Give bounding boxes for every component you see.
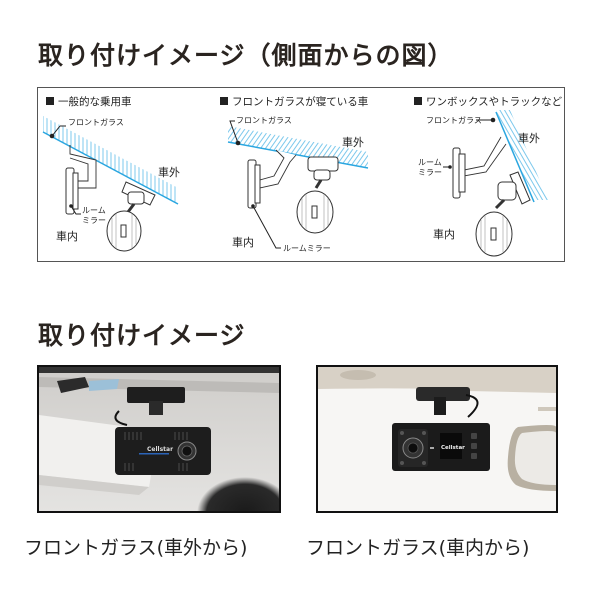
- dashcam-inside-photo: Cellstar: [318, 367, 556, 511]
- outside-label: 車外: [518, 132, 540, 145]
- panel-1-drawing: [42, 116, 179, 252]
- panel-1-title: 一般的な乗用車: [46, 94, 132, 109]
- inside-label: 車内: [232, 236, 254, 249]
- mirror-label-line1: ルーム: [418, 158, 442, 167]
- panel-3-title: ワンボックスやトラックなど: [414, 94, 562, 109]
- panel-3-drawing: [443, 110, 548, 257]
- square-bullet-icon: [46, 97, 54, 105]
- mirror-label-line2: ミラー: [418, 168, 442, 177]
- outside-label: 車外: [342, 136, 364, 149]
- photo-inside-view: Cellstar: [316, 365, 558, 513]
- inside-label: 車内: [433, 228, 455, 241]
- photo-outside-view: Cellstar: [37, 365, 281, 513]
- panel-2-title: フロントガラスが寝ている車: [220, 94, 368, 109]
- panel-2-drawing: [227, 120, 369, 249]
- mirror-label-line2: ミラー: [82, 216, 106, 225]
- outside-label: 車外: [158, 166, 180, 179]
- caption-outside-view: フロントガラス(車外から): [24, 537, 248, 559]
- mirror-label: ルームミラー: [283, 244, 331, 253]
- mirror-label-line1: ルーム: [82, 206, 106, 215]
- windshield-label: フロントガラス: [236, 116, 292, 125]
- side-view-heading: 取り付けイメージ（側面からの図）: [38, 41, 454, 70]
- square-bullet-icon: [414, 97, 422, 105]
- diagram-drawing: [42, 110, 548, 257]
- windshield-label: フロントガラス: [68, 118, 124, 127]
- install-heading: 取り付けイメージ: [38, 321, 246, 350]
- side-view-diagram: 一般的な乗用車 フロントガラス 車外 ルーム ミラー 車内 フロントガラスが寝て…: [37, 87, 565, 262]
- square-bullet-icon: [220, 97, 228, 105]
- screen-brand-logo: Cellstar: [441, 445, 465, 451]
- windshield-label: フロントガラス: [426, 116, 482, 125]
- inside-label: 車内: [56, 230, 78, 243]
- dashcam-outside-photo: Cellstar: [39, 367, 279, 511]
- camera-brand-logo: Cellstar: [147, 446, 173, 453]
- caption-inside-view: フロントガラス(車内から): [306, 537, 530, 559]
